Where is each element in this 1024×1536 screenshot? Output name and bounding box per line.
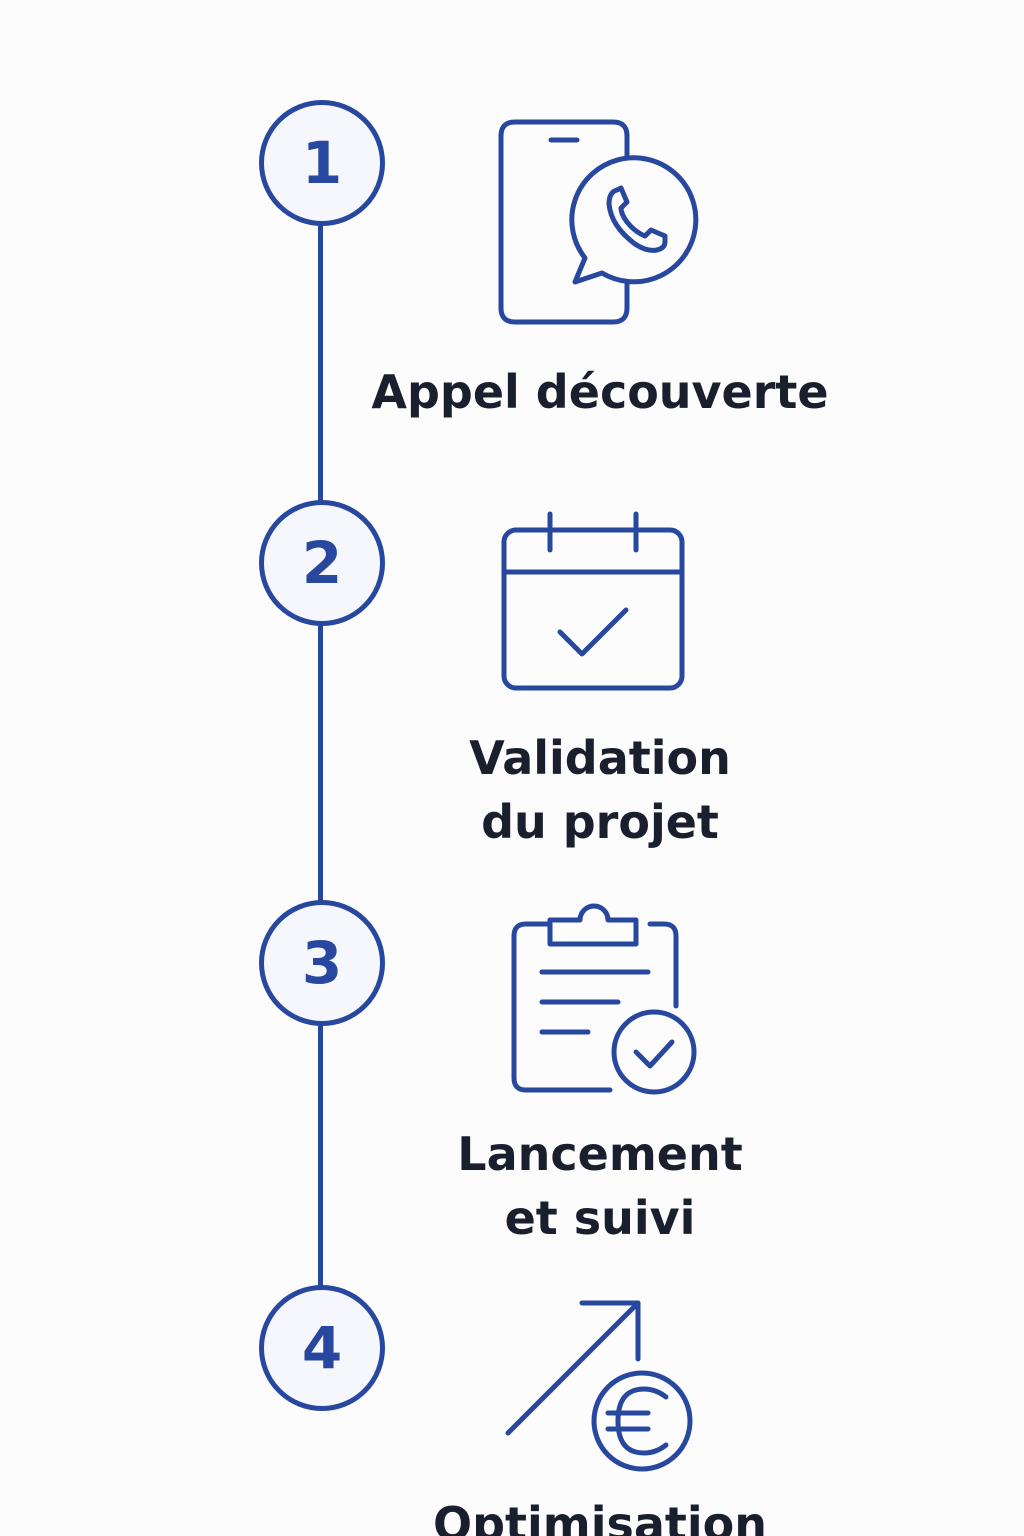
step-2-label: Validation du projet — [360, 726, 840, 854]
growth-euro-icon — [505, 1300, 693, 1472]
step-3-label-line-2: et suivi — [504, 1191, 696, 1245]
step-3-number: 3 — [259, 900, 385, 1026]
step-4-label-line: Optimisation — [432, 1497, 768, 1536]
step-1-number: 1 — [259, 100, 385, 226]
timeline-connector — [318, 160, 323, 1345]
phone-whatsapp-icon — [498, 119, 699, 325]
step-1-label: Appel découverte — [360, 360, 840, 424]
step-2-label-line-1: Validation — [469, 731, 731, 785]
step-1-label-line: Appel découverte — [371, 365, 829, 419]
step-2-number: 2 — [259, 500, 385, 626]
step-4-label: Optimisation — [360, 1492, 840, 1536]
step-3-label: Lancement et suivi — [360, 1122, 840, 1250]
step-3-label-line-1: Lancement — [457, 1127, 743, 1181]
calendar-check-icon — [501, 511, 685, 691]
step-4-number: 4 — [259, 1285, 385, 1411]
step-2-label-line-2: du projet — [481, 795, 719, 849]
clipboard-check-icon — [511, 903, 697, 1095]
